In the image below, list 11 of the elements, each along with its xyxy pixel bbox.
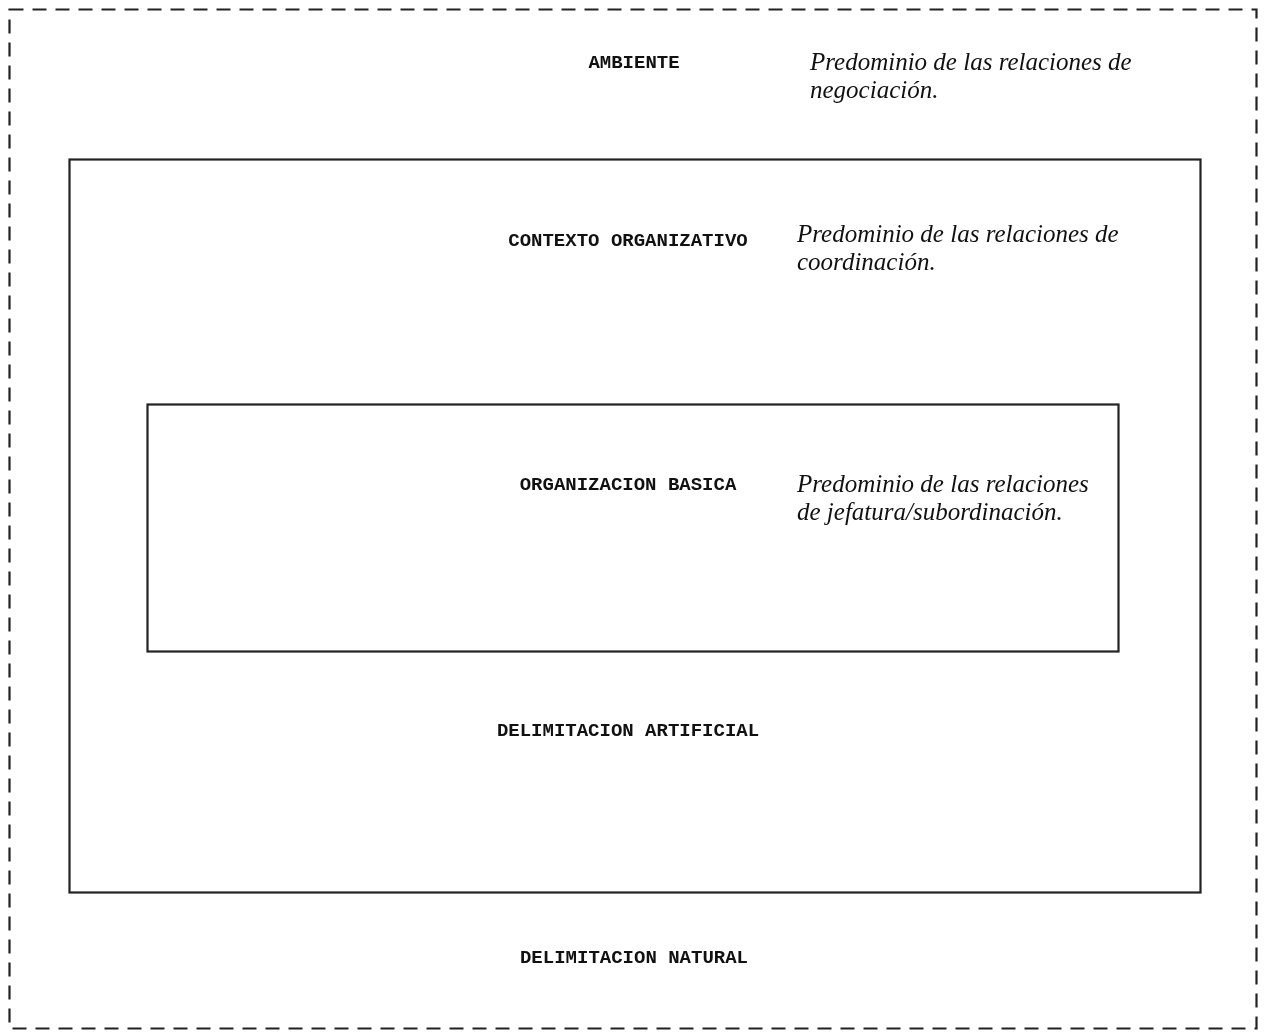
boundary-label: CONTEXTO ORGANIZATIVO xyxy=(507,229,749,254)
boundary-label: AMBIENTE xyxy=(587,51,681,76)
boundary-frame xyxy=(146,403,1120,653)
boundary-frame xyxy=(8,8,1258,1030)
boundary-frame xyxy=(68,158,1202,894)
boundary-label: ORGANIZACION BASICA xyxy=(518,473,738,498)
relation-note: Predominio de las relaciones de negociación. xyxy=(810,48,1133,104)
boundary-label: DELIMITACION ARTIFICIAL xyxy=(495,719,761,744)
relation-note: Predominio de las relaciones de jefatura/subordinación. xyxy=(797,470,1090,526)
relation-note: Predominio de las relaciones de coordinación. xyxy=(797,220,1120,276)
boundary-label: DELIMITACION NATURAL xyxy=(518,946,749,971)
